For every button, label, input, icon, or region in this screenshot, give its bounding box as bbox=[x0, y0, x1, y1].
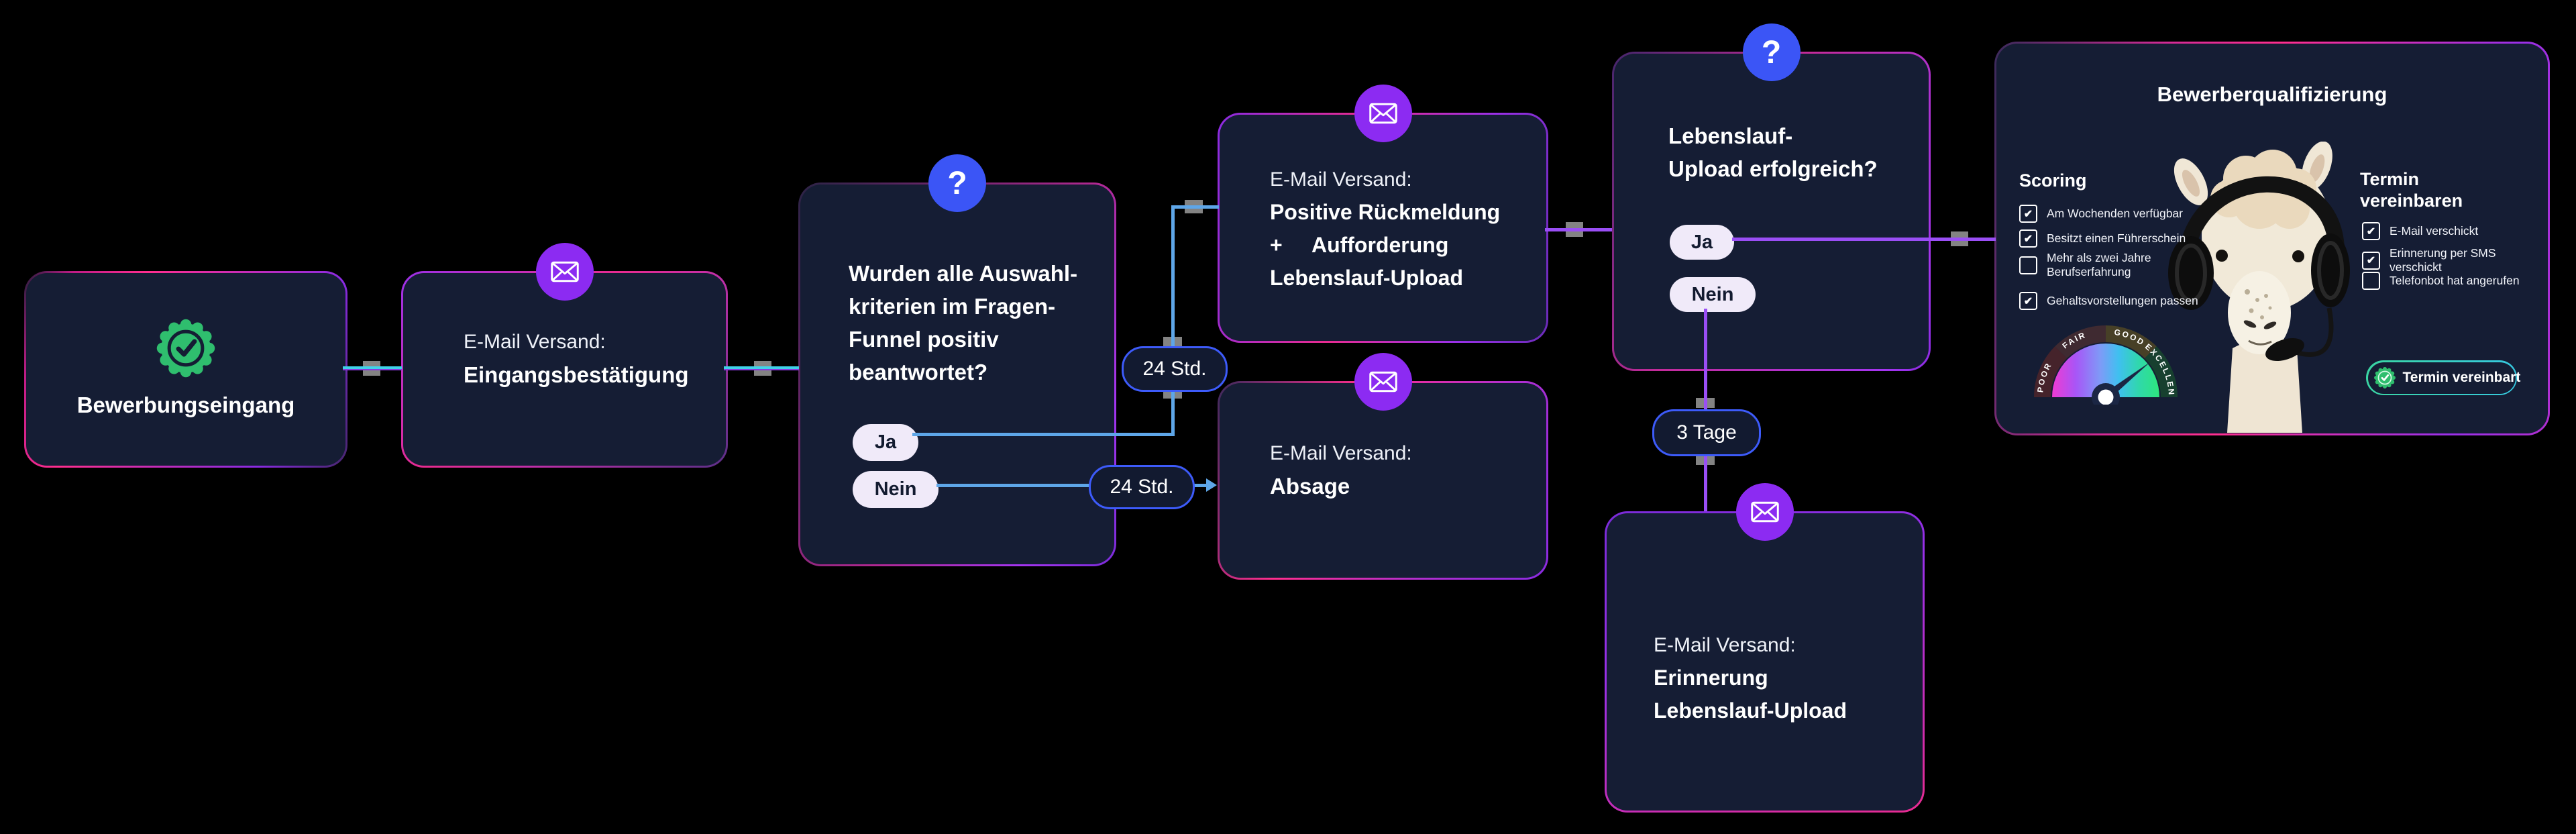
termin-heading-line: Termin bbox=[2360, 169, 2420, 189]
question-line: Wurden alle Auswahl- bbox=[849, 261, 1078, 286]
question-line: Upload erfolgreich? bbox=[1668, 156, 1878, 181]
delay-pill-24h-bottom[interactable]: 24 Std. bbox=[1089, 465, 1195, 509]
question-glyph: ? bbox=[947, 165, 967, 201]
check-icon: ✔ bbox=[2023, 295, 2033, 307]
card-title: Bewerberqualifizierung bbox=[2157, 83, 2387, 106]
scoring-label: Besitzt einen Führerschein bbox=[2047, 231, 2186, 245]
node-title: Eingangsbestätigung bbox=[464, 362, 689, 387]
node-lebenslauf-upload[interactable]: Lebenslauf- Upload erfolgreich? Ja Nein … bbox=[1612, 23, 1931, 371]
node-prefix: E-Mail Versand: bbox=[1270, 168, 1412, 191]
node-prefix: E-Mail Versand: bbox=[464, 331, 606, 353]
checkbox-checked[interactable]: ✔ bbox=[2362, 222, 2380, 240]
checkbox-unchecked[interactable] bbox=[2019, 256, 2037, 274]
arrowhead-icon bbox=[1206, 478, 1217, 492]
scoring-label: Gehaltsvorstellungen passen bbox=[2047, 294, 2198, 307]
termin-item: Telefonbot hat angerufen bbox=[2362, 272, 2520, 290]
check-icon: ✔ bbox=[2366, 225, 2376, 238]
ja-label: Ja bbox=[874, 431, 897, 453]
connector-confirmation-question bbox=[724, 366, 799, 370]
scoring-label: Am Wochenden verfügbar bbox=[2047, 207, 2183, 220]
node-positive-rueckmeldung[interactable]: E-Mail Versand: Positive Rückmeldung + A… bbox=[1218, 85, 1548, 343]
question-line: beantwortet? bbox=[849, 360, 988, 384]
connector-ja-vertical bbox=[1171, 205, 1175, 436]
badge-check-icon bbox=[155, 317, 217, 379]
node-erinnerung[interactable]: E-Mail Versand: Erinnerung Lebenslauf-Up… bbox=[1605, 483, 1925, 813]
mail-envelope-icon bbox=[535, 243, 594, 301]
delay-label: 24 Std. bbox=[1142, 358, 1207, 380]
node-absage[interactable]: E-Mail Versand: Absage bbox=[1218, 353, 1548, 580]
node-prefix: E-Mail Versand: bbox=[1654, 634, 1796, 656]
termin-label: Erinnerung per SMS verschickt bbox=[2390, 246, 2496, 274]
connector-upload-qualification bbox=[1732, 238, 1996, 241]
ja-pill[interactable]: Ja bbox=[1670, 225, 1734, 260]
termin-label: Telefonbot hat angerufen bbox=[2390, 274, 2520, 287]
question-mark-icon: ? bbox=[928, 154, 986, 212]
button-label: Termin vereinbart bbox=[2402, 370, 2521, 385]
termin-label: E-Mail verschickt bbox=[2390, 224, 2479, 238]
check-icon: ✔ bbox=[2366, 255, 2376, 266]
termin-vereinbart-button[interactable]: Termin vereinbart bbox=[2366, 360, 2520, 395]
checkbox-unchecked[interactable] bbox=[2362, 272, 2380, 290]
node-line: + Aufforderung bbox=[1270, 233, 1449, 257]
node-line: Erinnerung bbox=[1654, 666, 1768, 690]
scoring-item: Mehr als zwei Jahre Berufserfahrung bbox=[2019, 250, 2151, 280]
check-icon: ✔ bbox=[2023, 208, 2033, 220]
delay-label: 3 Tage bbox=[1676, 421, 1737, 444]
node-eingangsbestaetigung[interactable]: E-Mail Versand: Eingangsbestätigung bbox=[401, 243, 728, 468]
question-line: Lebenslauf- bbox=[1668, 123, 1793, 148]
node-line: Positive Rückmeldung bbox=[1270, 200, 1501, 224]
delay-pill-3-tage[interactable]: 3 Tage bbox=[1652, 409, 1761, 456]
connector-nein-stub bbox=[1191, 484, 1210, 487]
mail-envelope-icon bbox=[1354, 353, 1412, 411]
scoring-label: Mehr als zwei Jahre Berufserfahrung bbox=[2047, 251, 2151, 278]
scoring-heading: Scoring bbox=[2019, 170, 2087, 191]
connector-ja-top bbox=[1171, 205, 1219, 209]
connector-start-confirmation bbox=[343, 366, 402, 370]
scoring-item: ✔ Am Wochenden verfügbar bbox=[2019, 205, 2183, 223]
alpaca-with-headset-photo bbox=[2165, 142, 2367, 433]
ja-label: Ja bbox=[1690, 231, 1713, 253]
checkbox-checked[interactable]: ✔ bbox=[2019, 205, 2037, 223]
question-line: kriterien im Fragen- bbox=[849, 294, 1056, 319]
check-icon: ✔ bbox=[2023, 233, 2033, 245]
seal-check-icon bbox=[2373, 366, 2396, 389]
scoring-item: ✔ Gehaltsvorstellungen passen bbox=[2019, 292, 2198, 310]
connector-ja-horizontal bbox=[912, 433, 1175, 436]
nein-pill[interactable]: Nein bbox=[853, 471, 938, 508]
termin-heading-line: vereinbaren bbox=[2360, 191, 2463, 211]
node-line: Lebenslauf-Upload bbox=[1270, 266, 1464, 290]
node-title: Absage bbox=[1270, 474, 1350, 499]
question-line: Funnel positiv bbox=[849, 327, 999, 352]
question-mark-icon: ? bbox=[1742, 23, 1801, 81]
nein-pill[interactable]: Nein bbox=[1670, 277, 1756, 312]
ja-pill[interactable]: Ja bbox=[853, 424, 918, 461]
delay-label: 24 Std. bbox=[1110, 476, 1174, 498]
node-line: Lebenslauf-Upload bbox=[1654, 698, 1847, 723]
checkbox-checked[interactable]: ✔ bbox=[2019, 229, 2037, 248]
checkbox-checked[interactable]: ✔ bbox=[2019, 292, 2037, 310]
delay-pill-24h-top[interactable]: 24 Std. bbox=[1122, 346, 1228, 392]
scoring-item: ✔ Besitzt einen Führerschein bbox=[2019, 229, 2186, 248]
termin-heading: Termin vereinbaren bbox=[2360, 168, 2463, 211]
node-title: Bewerbungseingang bbox=[76, 393, 295, 417]
checkbox-checked[interactable]: ✔ bbox=[2362, 251, 2380, 270]
node-prefix: E-Mail Versand: bbox=[1270, 442, 1412, 464]
nein-label: Nein bbox=[874, 478, 917, 500]
termin-item: ✔ E-Mail verschickt bbox=[2362, 222, 2478, 240]
question-glyph: ? bbox=[1761, 34, 1782, 70]
connector-reply-upload bbox=[1545, 228, 1612, 231]
connector-nein-horizontal bbox=[936, 484, 1091, 487]
nein-label: Nein bbox=[1691, 283, 1734, 305]
node-bewerbungseingang[interactable]: Bewerbungseingang bbox=[24, 271, 347, 468]
node-fragen-funnel[interactable]: Wurden alle Auswahl- kriterien im Fragen… bbox=[798, 154, 1116, 566]
termin-item: ✔ Erinnerung per SMS verschickt bbox=[2362, 246, 2548, 274]
mail-envelope-icon bbox=[1735, 483, 1794, 541]
mail-envelope-icon bbox=[1354, 85, 1412, 142]
node-bewerberqualifizierung[interactable]: Bewerberqualifizierung Scoring ✔ Am Woch… bbox=[1994, 42, 2550, 435]
